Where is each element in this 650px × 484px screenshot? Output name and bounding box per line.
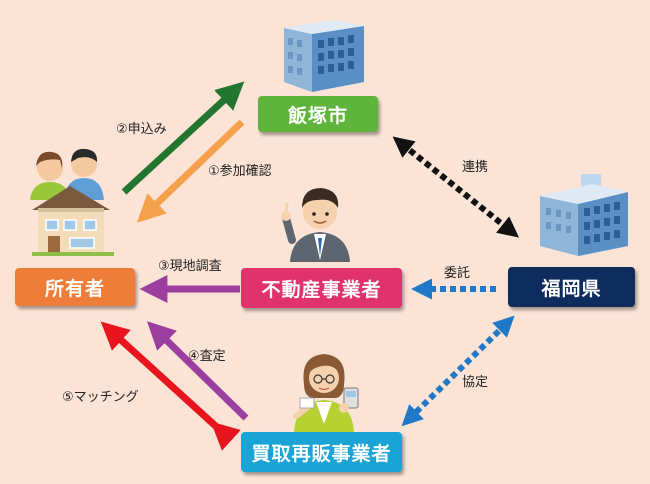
arrow-apply (121, 81, 245, 195)
label-agreement: 協定 (462, 375, 489, 390)
arrow-matching (100, 321, 241, 451)
businessman-icon (281, 188, 350, 262)
label-assess: ④査定 (188, 349, 226, 364)
label-entrust: 委託 (444, 266, 471, 281)
node-reseller: 買取再販事業者 (241, 432, 402, 472)
prefecture-building-icon (540, 174, 628, 256)
arrow-assess (146, 321, 249, 421)
label-confirm: ①参加確認 (208, 164, 272, 179)
label-matching: ⑤マッチング (62, 390, 139, 405)
node-iizuka: 飯塚市 (258, 96, 378, 132)
node-owner: 所有者 (15, 268, 135, 306)
node-fukuoka: 福岡県 (508, 267, 635, 307)
node-realestate: 不動産事業者 (241, 268, 402, 308)
label-cooperation: 連携 (462, 160, 489, 175)
arrow-confirm (136, 119, 245, 223)
city-building-icon (284, 20, 364, 92)
label-survey: ③現地調査 (158, 259, 222, 274)
label-apply: ②申込み (116, 122, 167, 137)
arrow-cooperation (392, 136, 520, 238)
arrow-agreement (401, 315, 515, 427)
businesswoman-icon (293, 354, 359, 432)
house-family-icon (30, 148, 114, 256)
